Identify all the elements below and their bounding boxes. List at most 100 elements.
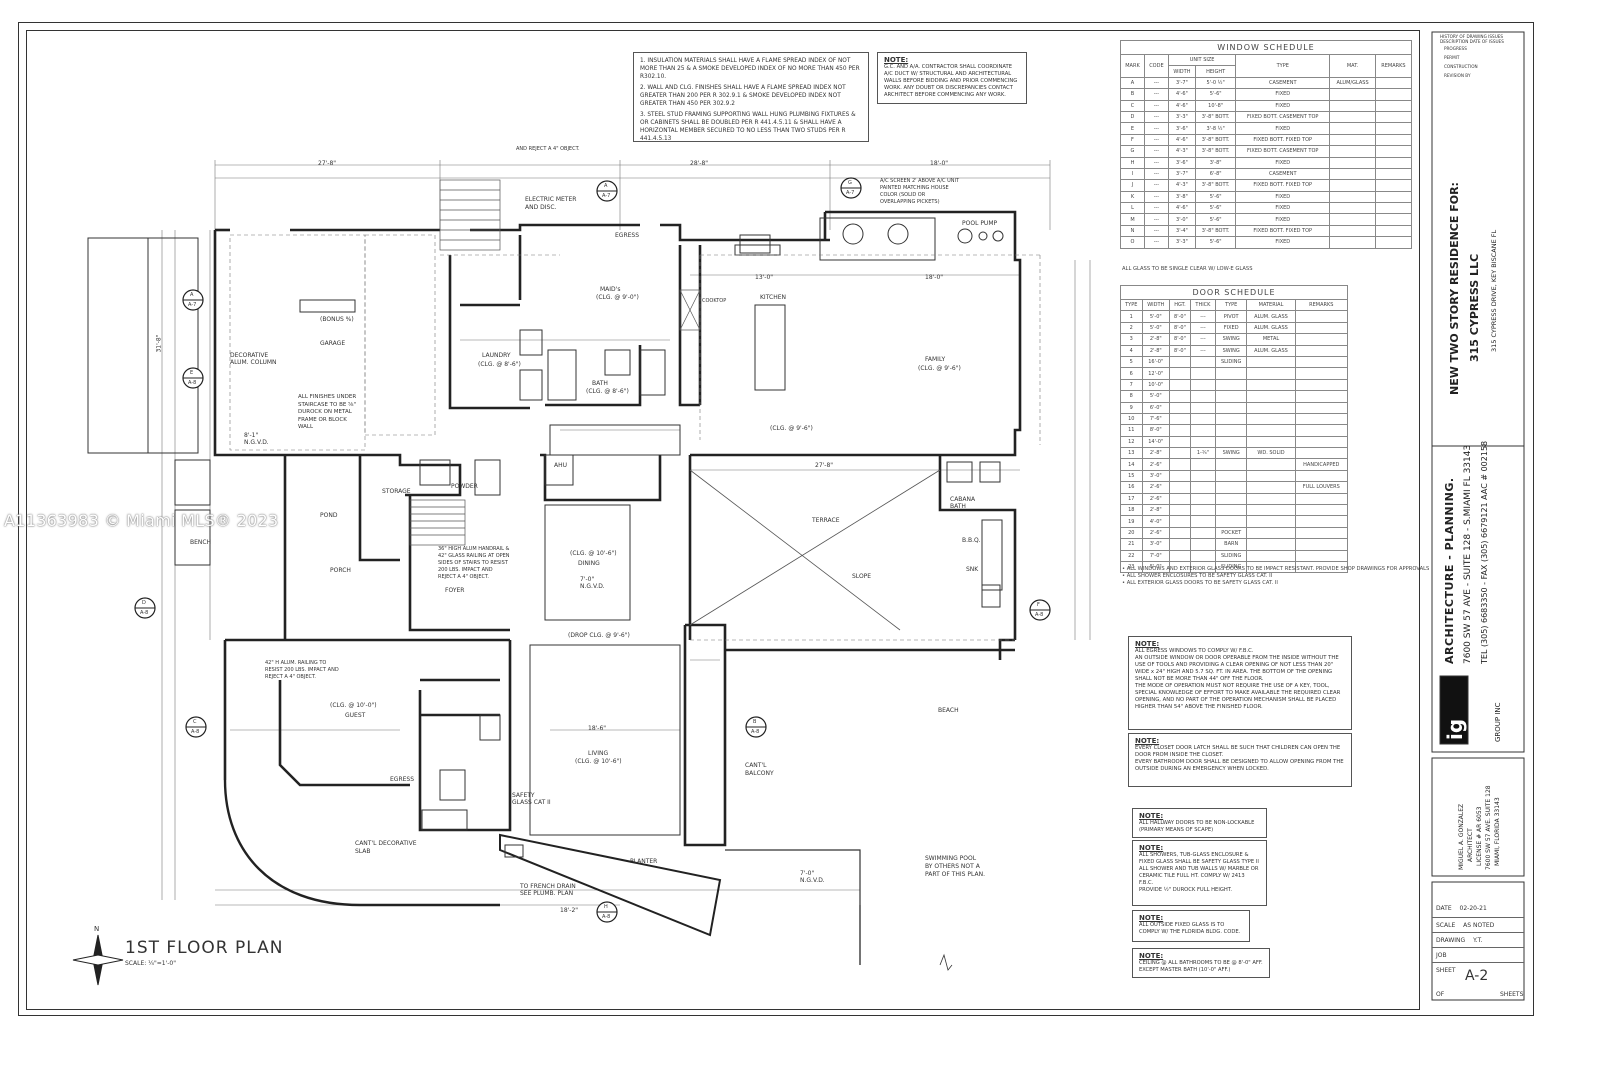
- door-schedule-cell: [1189, 515, 1216, 528]
- room-label-kitchen: KITCHEN: [760, 294, 786, 301]
- window-schedule-cell: ---: [1143, 202, 1169, 215]
- door-schedule-cell: 3'-0": [1141, 538, 1171, 551]
- window-schedule-cell: 3'-0": [1167, 213, 1197, 226]
- tb-sheet-value: A-2: [1465, 968, 1489, 984]
- ds-header-width: WIDTH: [1141, 298, 1171, 312]
- door-schedule-cell: 5'-0": [1141, 321, 1171, 335]
- door-schedule-cell: [1246, 504, 1296, 517]
- door-schedule-cell: [1246, 401, 1296, 414]
- door-schedule-cell: [1214, 367, 1248, 380]
- note-ceiling-box: NOTE: CEILING @ ALL BATHROOMS TO BE @ 8'…: [1132, 948, 1270, 978]
- door-schedule-cell: [1214, 458, 1248, 471]
- firm-line-1: ARCHITECTURE - PLANNING.: [1443, 477, 1456, 664]
- door-schedule-cell: [1294, 412, 1349, 426]
- window-schedule-row: D---3'-3"3'-8" BOTT.FIXED BOTT. CASEMENT…: [1120, 110, 1413, 124]
- window-schedule-row: F---4'-6"3'-8" BOTT.FIXED BOTT. FIXED TO…: [1120, 133, 1413, 147]
- note-closet-box: NOTE: EVERY CLOSET DOOR LATCH SHALL BE S…: [1128, 733, 1352, 787]
- door-schedule-cell: [1246, 424, 1296, 437]
- room-label-egress-top: EGRESS: [615, 232, 640, 239]
- room-label-maids-clg: (CLG. @ 9'-0"): [596, 294, 639, 301]
- room-label-dining-ngvd: 7'-0" N.G.V.D.: [580, 576, 605, 590]
- window-schedule-row: O---3'-3"5'-6"FIXED: [1120, 236, 1413, 249]
- door-schedule-cell: 2'-8": [1141, 333, 1171, 346]
- general-note-2: 2. WALL AND CLG. FINISHES SHALL HAVE A F…: [640, 85, 846, 107]
- window-schedule-cell: [1329, 133, 1376, 147]
- ws-header-remarks: REMARKS: [1374, 54, 1413, 78]
- tb-date-row: DATE 02-20-21: [1432, 900, 1524, 918]
- door-schedule-cell: [1246, 412, 1296, 426]
- door-schedule-cell: ---: [1189, 333, 1216, 346]
- label-reject-note: AND REJECT A 4" OBJECT.: [516, 146, 580, 152]
- note-egress-title: NOTE:: [1135, 640, 1160, 648]
- window-schedule-cell: [1374, 236, 1413, 249]
- window-schedule-row: J---4'-3"3'-8" BOTT.FIXED BOTT. FIXED TO…: [1120, 179, 1413, 192]
- section-marker-d-sheet: A-8: [140, 610, 149, 616]
- door-schedule-cell: 7'-6": [1141, 412, 1171, 426]
- window-schedule-cell: 3'-8" BOTT.: [1195, 133, 1237, 147]
- dim-family-width: 18'-0": [925, 274, 944, 281]
- door-schedule-cell: [1246, 481, 1296, 494]
- door-schedule-cell: [1169, 435, 1191, 449]
- door-schedule-cell: 6'-0": [1141, 401, 1171, 414]
- window-schedule-cell: 5'-0 ½": [1195, 76, 1237, 90]
- dim-top-2: 28'-8": [690, 160, 709, 167]
- door-schedule-cell: ALUM. GLASS: [1246, 310, 1296, 323]
- window-schedule-cell: FIXED: [1235, 236, 1331, 249]
- window-schedule-cell: FIXED BOTT. FIXED TOP: [1235, 224, 1331, 238]
- room-label-laundry-clg: (CLG. @ 8'-6"): [478, 361, 521, 368]
- door-schedule-cell: [1294, 526, 1349, 540]
- window-schedule-cell: [1329, 202, 1376, 215]
- note-closet-text: EVERY CLOSET DOOR LATCH SHALL BE SUCH TH…: [1135, 745, 1344, 772]
- door-schedule-cell: [1294, 401, 1349, 414]
- section-marker-g-sheet: A-7: [846, 190, 855, 196]
- window-schedule-cell: M: [1120, 213, 1145, 226]
- door-schedule-cell: 13: [1120, 447, 1143, 460]
- window-schedule-cell: [1329, 99, 1376, 112]
- window-schedule-cell: ---: [1143, 88, 1169, 101]
- door-schedule-cell: [1214, 401, 1248, 414]
- window-schedule-cell: 5'-6": [1195, 236, 1237, 249]
- door-schedule-cell: 7'-0": [1141, 549, 1171, 563]
- window-schedule-cell: [1329, 190, 1376, 204]
- window-schedule-cell: [1374, 190, 1413, 204]
- door-schedule-cell: [1214, 469, 1248, 483]
- room-label-living: LIVING: [588, 750, 609, 757]
- window-schedule-cell: [1374, 156, 1413, 169]
- room-label-slope: SLOPE: [852, 573, 872, 580]
- door-footnote-1: • ALL WINDOWS AND EXTERIOR GLASS DOORS T…: [1122, 566, 1430, 572]
- door-schedule-cell: ---: [1189, 310, 1216, 323]
- dim-bottom-1: 18'-2": [560, 907, 579, 914]
- note-fixed-glass-text: ALL OUTSIDE FIXED GLASS IS TO COMPLY W/ …: [1139, 922, 1241, 935]
- door-schedule-cell: METAL: [1246, 333, 1296, 346]
- window-schedule-cell: ---: [1143, 76, 1169, 90]
- door-schedule-cell: [1189, 412, 1216, 426]
- window-schedule-cell: [1329, 236, 1376, 249]
- door-schedule-cell: [1246, 515, 1296, 528]
- door-schedule-cell: 1-¾": [1189, 447, 1216, 460]
- door-schedule-cell: 16: [1120, 481, 1143, 494]
- door-schedule-cell: [1189, 492, 1216, 506]
- door-schedule-cell: [1169, 401, 1191, 414]
- ws-header-mat: MAT.: [1329, 54, 1376, 78]
- window-schedule-cell: FIXED: [1235, 213, 1331, 226]
- door-schedule-cell: [1214, 492, 1248, 506]
- history-item-progress: PROGRESS: [1444, 46, 1467, 51]
- dim-top-3: 18'-0": [930, 160, 949, 167]
- label-french-drain: TO FRENCH DRAIN SEE PLUMB. PLAN: [520, 883, 576, 897]
- dim-top-1: 27'-8": [318, 160, 337, 167]
- tb-scale-row: SCALE AS NOTED: [1432, 918, 1524, 933]
- walls: [213, 210, 1022, 847]
- window-schedule-cell: [1374, 122, 1413, 135]
- door-schedule-cell: 2'-8": [1141, 504, 1171, 517]
- door-schedule-cell: 8'-0": [1169, 344, 1191, 357]
- window-schedule-cell: ---: [1143, 133, 1169, 147]
- window-schedule: WINDOW SCHEDULE MARK CODE UNIT SIZE TYPE…: [1120, 40, 1413, 249]
- window-schedule-cell: [1329, 179, 1376, 192]
- door-schedule-cell: 10'-0": [1141, 378, 1171, 392]
- firm-group: GROUP INC: [1494, 702, 1502, 742]
- door-schedule-cell: [1189, 504, 1216, 517]
